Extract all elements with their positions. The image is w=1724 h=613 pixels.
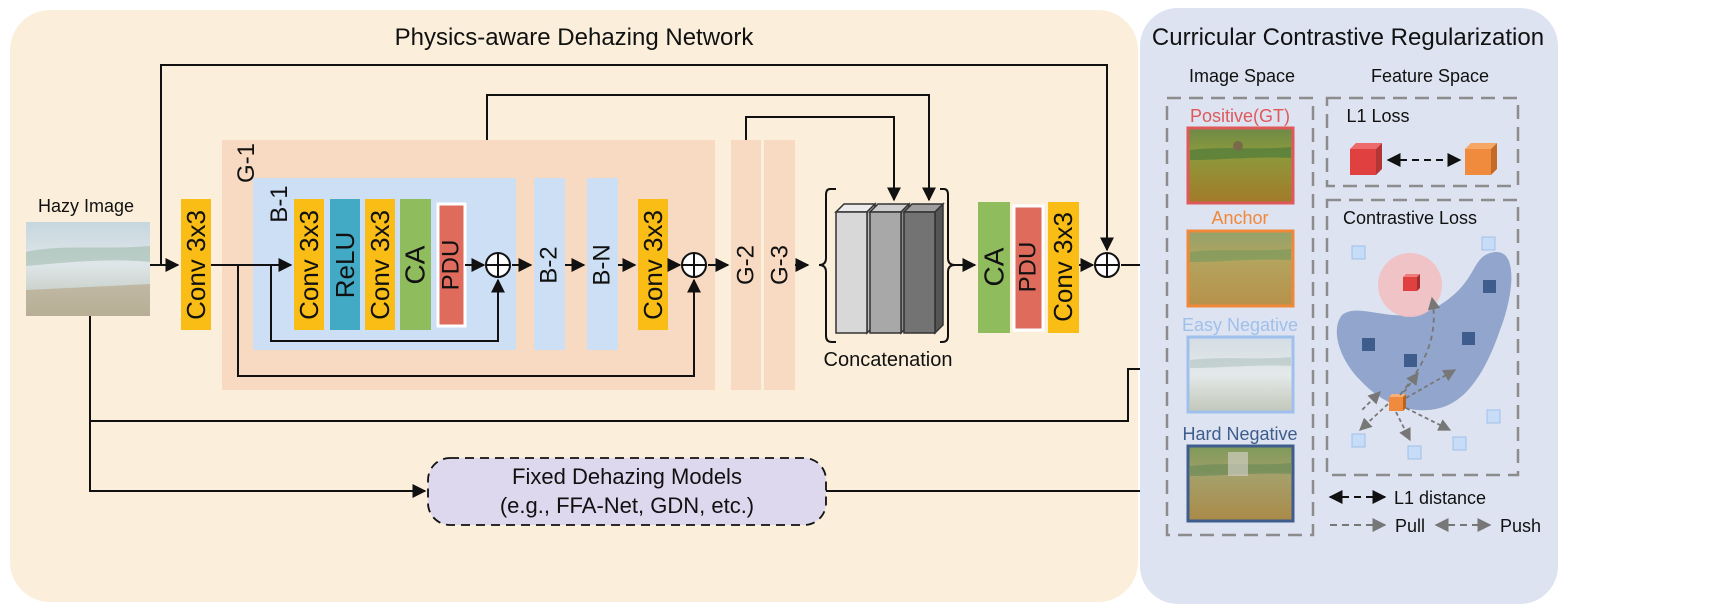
pull-push-arrows: [1359, 296, 1457, 442]
b1-conv-1-label: Conv 3x3: [294, 210, 324, 320]
group-1-label: G-1: [233, 143, 260, 183]
legend-l1-distance-label: L1 distance: [1394, 488, 1486, 508]
fixed-dehazing-models-box: [427, 457, 827, 526]
entry-conv-layer: [181, 199, 211, 330]
hard-negative-cubes: [1362, 280, 1496, 367]
easy-negative-label: Easy Negative: [1182, 315, 1298, 335]
image-space-box: [1165, 96, 1315, 537]
b1-ca-label: CA: [400, 245, 431, 284]
tail-pdu-label: PDU: [1015, 242, 1042, 293]
l1-loss-box: [1325, 96, 1520, 188]
fixed-dehazing-models-examples: (e.g., FFA-Net, GDN, etc.): [500, 493, 754, 518]
tail-pdu-layer: [1012, 204, 1045, 332]
concatenation-bracket-left: [818, 188, 836, 343]
entry-conv-label: Conv 3x3: [181, 210, 211, 320]
b1-pdu-label: PDU: [438, 240, 465, 291]
b1-relu-label: ReLU: [330, 232, 360, 298]
tail-ca-label: CA: [979, 247, 1010, 286]
b1-conv-2-label: Conv 3x3: [365, 210, 395, 320]
hard-negative-region: [1336, 251, 1512, 411]
b1-conv-1-layer: [294, 199, 324, 330]
b1-ca-layer: [400, 199, 431, 330]
hazy-image-label: Hazy Image: [38, 196, 134, 216]
tail-conv-label: Conv 3x3: [1048, 212, 1078, 322]
group-3-label: G-3: [767, 245, 794, 285]
contrastive-loss-label: Contrastive Loss: [1343, 208, 1477, 228]
block-2-box: [534, 178, 565, 350]
group-exit-conv-label: Conv 3x3: [638, 210, 668, 320]
image-space-label: Image Space: [1189, 66, 1295, 86]
easy-negative-cubes: [1351, 236, 1501, 460]
hard-negative-image: [1186, 444, 1295, 523]
legend-pull-label: Pull: [1395, 516, 1425, 536]
tail-ca-layer: [978, 202, 1010, 333]
b1-conv-2-layer: [365, 199, 395, 330]
l1-loss-label: L1 Loss: [1346, 106, 1409, 126]
positive-sample-cube: [1403, 274, 1420, 291]
positive-gt-image: [1186, 126, 1295, 205]
hazy-image: [26, 222, 150, 316]
legend: L1 distance Pull Push: [1328, 488, 1541, 536]
anchor-image: [1186, 229, 1295, 308]
left-panel-title: Physics-aware Dehazing Network: [395, 24, 755, 51]
group-2-label: G-2: [733, 245, 760, 285]
concatenation-label: Concatenation: [824, 349, 953, 371]
right-panel-title: Curricular Contrastive Regularization: [1152, 24, 1544, 51]
anchor-label: Anchor: [1211, 208, 1268, 228]
tail-conv-layer: [1048, 202, 1079, 333]
block-n-box: [587, 178, 618, 350]
feature-bar-2: [868, 202, 911, 335]
block-n-label: B-N: [589, 244, 616, 285]
feature-bar-1: [834, 202, 877, 335]
positive-gt-label: Positive(GT): [1190, 106, 1290, 126]
positive-feature-cube: [1350, 143, 1382, 175]
anchor-feature-cube: [1465, 143, 1497, 175]
block-1-label: B-1: [266, 185, 293, 222]
easy-negative-image: [1186, 335, 1295, 414]
b1-pdu-layer: [436, 202, 467, 328]
group-3-box: [764, 140, 795, 390]
hard-negative-label: Hard Negative: [1182, 424, 1297, 444]
group-exit-conv-layer: [638, 199, 668, 330]
flow-arrows: [89, 64, 1168, 498]
contrastive-loss-box: [1325, 198, 1520, 477]
b1-relu-layer: [330, 199, 360, 330]
fixed-dehazing-models-title: Fixed Dehazing Models: [512, 464, 742, 489]
feature-bar-3: [902, 202, 945, 335]
group-2-box: [731, 140, 761, 390]
anchor-sample-cube: [1389, 394, 1406, 411]
feature-space-label: Feature Space: [1371, 66, 1489, 86]
block-2-label: B-2: [536, 246, 563, 283]
legend-push-label: Push: [1500, 516, 1541, 536]
